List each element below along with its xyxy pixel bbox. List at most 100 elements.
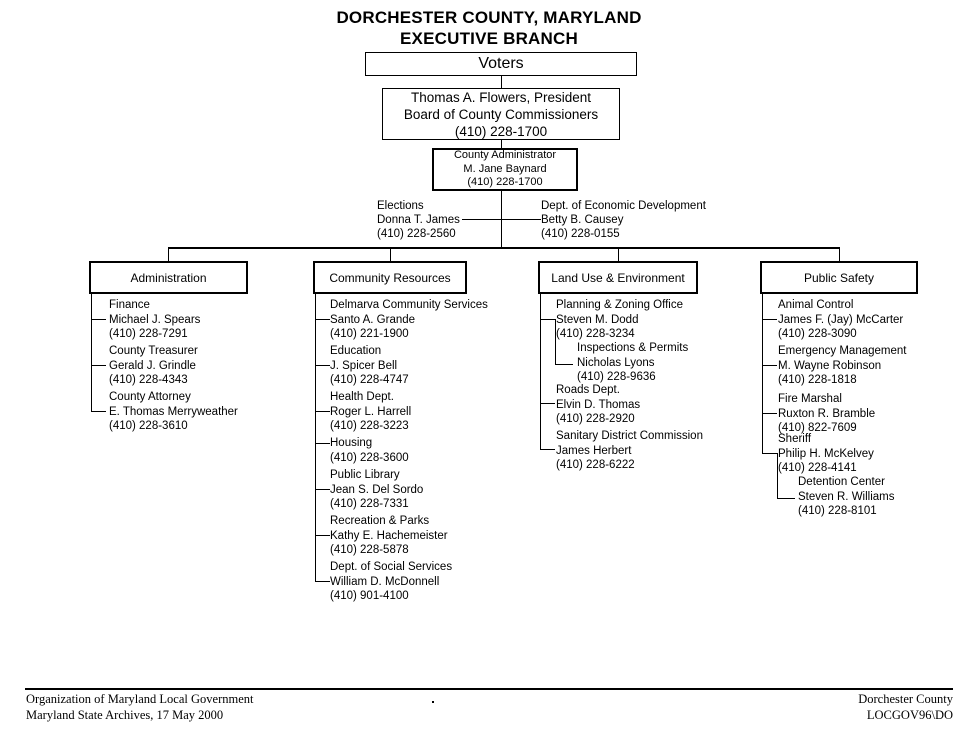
item-person: Roger L. Harrell	[330, 405, 412, 418]
list-item: Fire Marshal Ruxton R. Bramble (410) 822…	[778, 392, 875, 436]
item-title: County Treasurer	[109, 345, 198, 357]
node-econdev-line2: Betty B. Causey	[541, 214, 624, 226]
list-item: Housing (410) 228-3600	[330, 436, 409, 465]
connector-stub-administration-1	[91, 319, 106, 320]
item-person: M. Wayne Robinson	[778, 359, 882, 372]
item-person: Elvin D. Thomas	[556, 398, 641, 411]
item-person: J. Spicer Bell	[330, 359, 398, 372]
item-person: Ruxton R. Bramble	[778, 407, 876, 420]
item-phone: (410) 228-8101	[798, 505, 877, 518]
item-phone: (410) 221-1900	[330, 328, 409, 341]
item-phone: (410) 228-3234	[556, 328, 635, 341]
footer-divider	[25, 688, 953, 690]
node-elections-line2: Donna T. James	[377, 214, 460, 226]
item-phone: (410) 228-3223	[330, 420, 409, 433]
item-person: Steven R. Williams	[798, 490, 895, 503]
item-title: Fire Marshal	[778, 393, 842, 405]
connector-stub-community-resources-4	[315, 443, 330, 444]
item-phone: (410) 822-7609	[778, 422, 857, 435]
item-title: Education	[330, 345, 382, 357]
list-item-nested: Detention Center Steven R. Williams (410…	[798, 475, 895, 519]
item-person: Michael J. Spears	[109, 313, 201, 326]
item-phone: (410) 901-4100	[330, 590, 409, 603]
node-county-administrator: County Administrator M. Jane Baynard (41…	[432, 148, 578, 191]
item-person: Steven M. Dodd	[556, 313, 639, 326]
page-mark-dot	[432, 701, 434, 703]
connector-trunk-administration	[91, 294, 92, 411]
list-item: Dept. of Social Services William D. McDo…	[330, 560, 452, 604]
connector-stub-public-safety-2	[762, 365, 777, 366]
item-title: Housing	[330, 437, 373, 449]
item-person: E. Thomas Merryweather	[109, 405, 238, 418]
item-title: Emergency Management	[778, 345, 907, 357]
connector-stub-public-safety-3	[762, 413, 777, 414]
connector-stub-land-use-1	[540, 319, 555, 320]
connector-stub-community-resources-3	[315, 411, 330, 412]
item-title: Inspections & Permits	[577, 342, 689, 354]
item-person: Nicholas Lyons	[577, 356, 655, 369]
node-econdev-line1: Dept. of Economic Development	[541, 200, 706, 212]
item-person: James F. (Jay) McCarter	[778, 313, 904, 326]
page-title-line1: DORCHESTER COUNTY, MARYLAND	[336, 8, 642, 27]
connector-stub-public-safety-1	[762, 319, 777, 320]
node-administrator-line1: County Administrator	[453, 149, 557, 162]
dept-header-community-resources: Community Resources	[313, 261, 467, 294]
connector-stub-public-safety-4	[762, 453, 777, 454]
connector-trunk-community-resources	[315, 294, 316, 581]
item-person: (410) 228-3600	[330, 451, 409, 464]
item-title: Dept. of Social Services	[330, 561, 453, 573]
connector-trunk-public-safety	[762, 294, 763, 453]
item-person: Jean S. Del Sordo	[330, 483, 424, 496]
connector-bus-drop-community-resources	[390, 247, 391, 261]
list-item: Delmarva Community Services Santo A. Gra…	[330, 298, 488, 342]
item-person: Philip H. McKelvey	[778, 447, 874, 460]
list-item: Education J. Spicer Bell (410) 228-4747	[330, 344, 409, 388]
item-title: County Attorney	[109, 391, 191, 403]
item-phone: (410) 228-6222	[556, 459, 635, 472]
dept-header-community-resources-label: Community Resources	[329, 270, 451, 285]
item-phone: (410) 228-7331	[330, 498, 409, 511]
list-item: Emergency Management M. Wayne Robinson (…	[778, 344, 906, 388]
item-person: Gerald J. Grindle	[109, 359, 196, 372]
list-item: Sheriff Philip H. McKelvey (410) 228-414…	[778, 432, 874, 476]
item-person: William D. McDonnell	[330, 575, 440, 588]
node-voters: Voters	[365, 52, 637, 76]
connector-voters-to-commissioners	[501, 76, 502, 88]
item-phone: (410) 228-2920	[556, 413, 635, 426]
connector-bus-drop-public-safety	[839, 247, 840, 261]
connector-stub-land-use-2	[540, 403, 555, 404]
footer-reference-line2: LOCGOV96\DO	[866, 708, 953, 722]
node-elections: Elections Donna T. James (410) 228-2560	[377, 199, 460, 241]
node-econdev-line3: (410) 228-0155	[541, 228, 620, 240]
connector-elections-to-spine	[462, 219, 501, 220]
item-title: Sanitary District Commission	[556, 430, 703, 442]
node-elections-line3: (410) 228-2560	[377, 228, 456, 240]
node-administrator-line3: (410) 228-1700	[467, 176, 543, 189]
item-phone: (410) 228-4747	[330, 374, 409, 387]
connector-stub-inspections-permits	[555, 364, 573, 365]
item-title: Public Library	[330, 469, 400, 481]
item-phone: (410) 228-5878	[330, 544, 409, 557]
connector-stub-community-resources-2	[315, 365, 330, 366]
item-phone: (410) 228-3610	[109, 420, 188, 433]
dept-header-administration-label: Administration	[130, 270, 207, 285]
footer-source-line1: Organization of Maryland Local Governmen…	[26, 692, 254, 706]
connector-econdev-to-spine	[501, 219, 541, 220]
dept-header-land-use-environment: Land Use & Environment	[538, 261, 698, 294]
connector-bus-drop-land-use	[618, 247, 619, 261]
item-phone: (410) 228-4141	[778, 462, 857, 475]
list-item: Finance Michael J. Spears (410) 228-7291	[109, 298, 200, 342]
item-phone: (410) 228-9636	[577, 371, 656, 384]
item-person: James Herbert	[556, 444, 632, 457]
node-commissioners-line3: (410) 228-1700	[454, 123, 548, 139]
connector-subtrunk-sheriff	[777, 453, 778, 498]
connector-stub-administration-2	[91, 365, 106, 366]
connector-stub-administration-3	[91, 411, 106, 412]
node-commissioners-line2: Board of County Commissioners	[403, 106, 599, 122]
connector-stub-community-resources-5	[315, 489, 330, 490]
connector-commissioners-to-administrator	[501, 140, 502, 148]
connector-subtrunk-planning-zoning	[555, 319, 556, 364]
item-title: Health Dept.	[330, 391, 394, 403]
item-title: Finance	[109, 299, 150, 311]
